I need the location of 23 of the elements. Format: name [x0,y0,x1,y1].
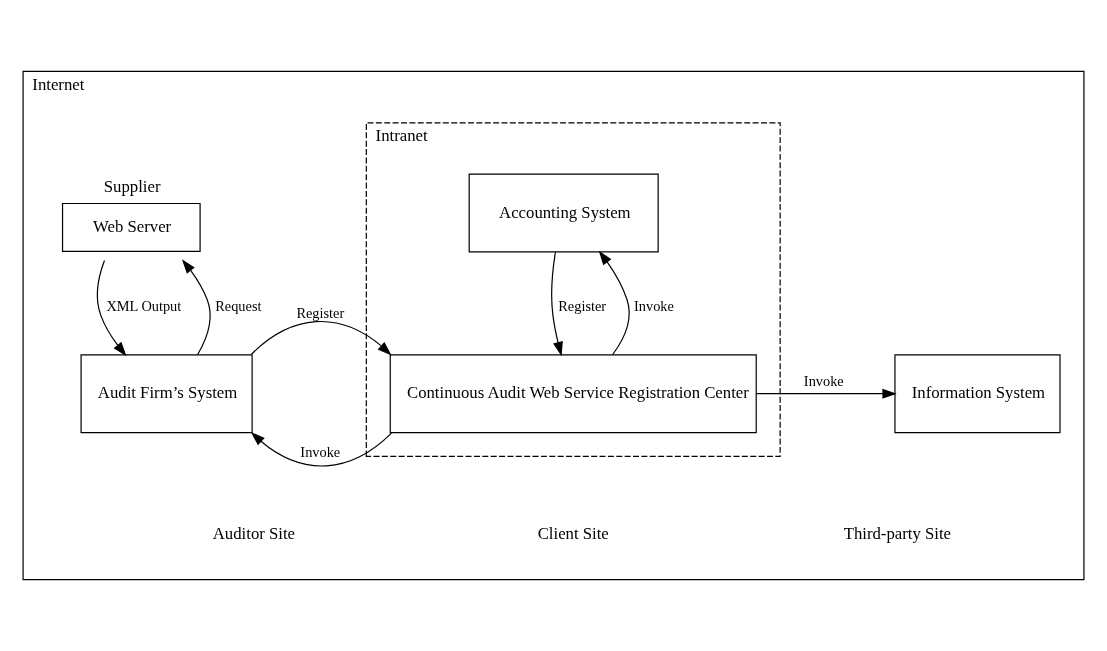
node-label: Supplier [103,176,161,196]
arrow [755,388,897,399]
edge-label: Register [558,298,607,315]
node-box: Continuous Audit Web Service Registration Center [389,354,757,434]
node-box: Audit Firm’s System [80,354,253,434]
node-box: Web Server [61,202,201,252]
label: Auditor Site [212,523,296,543]
arrow [250,431,393,467]
label: Client Site [537,523,609,543]
edge-label: Request [215,298,262,315]
arrow [96,259,127,357]
edge-label: XML Output [106,298,182,315]
arrow [250,321,392,356]
label: Third-party Site [843,523,952,543]
node-box: Information System [894,354,1061,434]
node-box: Accounting System [468,173,659,253]
edge-label: Invoke [300,443,341,460]
arrow [551,251,563,357]
arrow [181,259,211,356]
edge-label: Invoke [634,298,674,315]
edge-label: Invoke [803,373,844,390]
edge-label: Register [296,304,345,321]
arrow [598,250,630,356]
